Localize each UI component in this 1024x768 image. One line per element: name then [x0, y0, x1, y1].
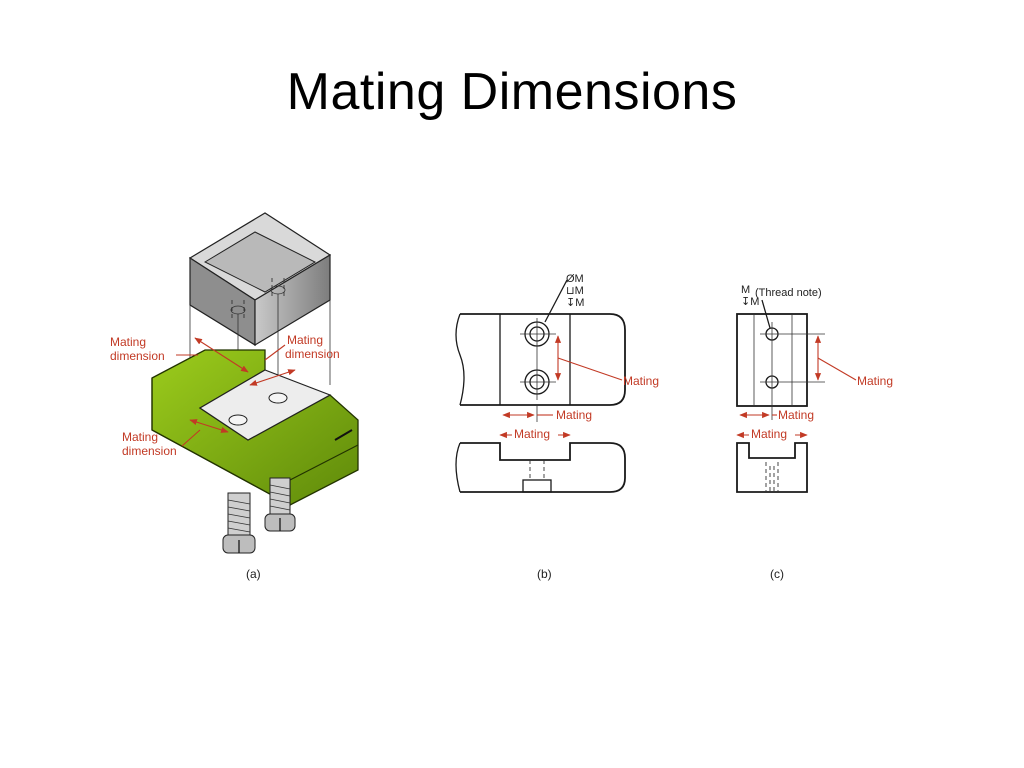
- label-a-left-bottom-1: Mating: [122, 430, 158, 444]
- caption-c: (c): [770, 567, 784, 581]
- thread-note-m: M: [741, 284, 750, 296]
- hole-note-dia: ØM: [566, 273, 584, 285]
- figure-b-orthographic: ØM ⊔M ↧M Mating Mating Mating (b): [455, 273, 659, 581]
- figure-a-isometric: Mating dimension Mating dimension Mating…: [110, 212, 359, 581]
- thread-note-depth: ↧M: [741, 296, 759, 308]
- label-c-side: Mating: [857, 374, 893, 388]
- green-base: [151, 349, 359, 507]
- label-a-left-top-1: Mating: [110, 335, 146, 349]
- label-b-side: Mating: [623, 374, 659, 388]
- caption-b: (b): [537, 567, 552, 581]
- hole-note-depth: ↧M: [566, 297, 584, 309]
- screw-right: [264, 477, 296, 532]
- thread-note-text: (Thread note): [755, 287, 822, 299]
- hole-note-cbore: ⊔M: [566, 285, 584, 297]
- label-c-bottom: Mating: [778, 408, 814, 422]
- label-c-lower: Mating: [751, 427, 787, 441]
- figure-c-orthographic: M ↧M (Thread note) Mating Mating Mating …: [736, 284, 893, 581]
- screw-left: [222, 492, 256, 554]
- upper-block: [188, 212, 332, 347]
- label-b-bottom: Mating: [556, 408, 592, 422]
- label-a-right-top-1: Mating: [287, 333, 323, 347]
- slide-title: Mating Dimensions: [286, 63, 738, 121]
- caption-a: (a): [246, 567, 261, 581]
- label-a-left-bottom-2: dimension: [122, 444, 177, 458]
- label-a-left-top-2: dimension: [110, 349, 165, 363]
- label-a-right-top-2: dimension: [285, 347, 340, 361]
- label-b-lower: Mating: [514, 427, 550, 441]
